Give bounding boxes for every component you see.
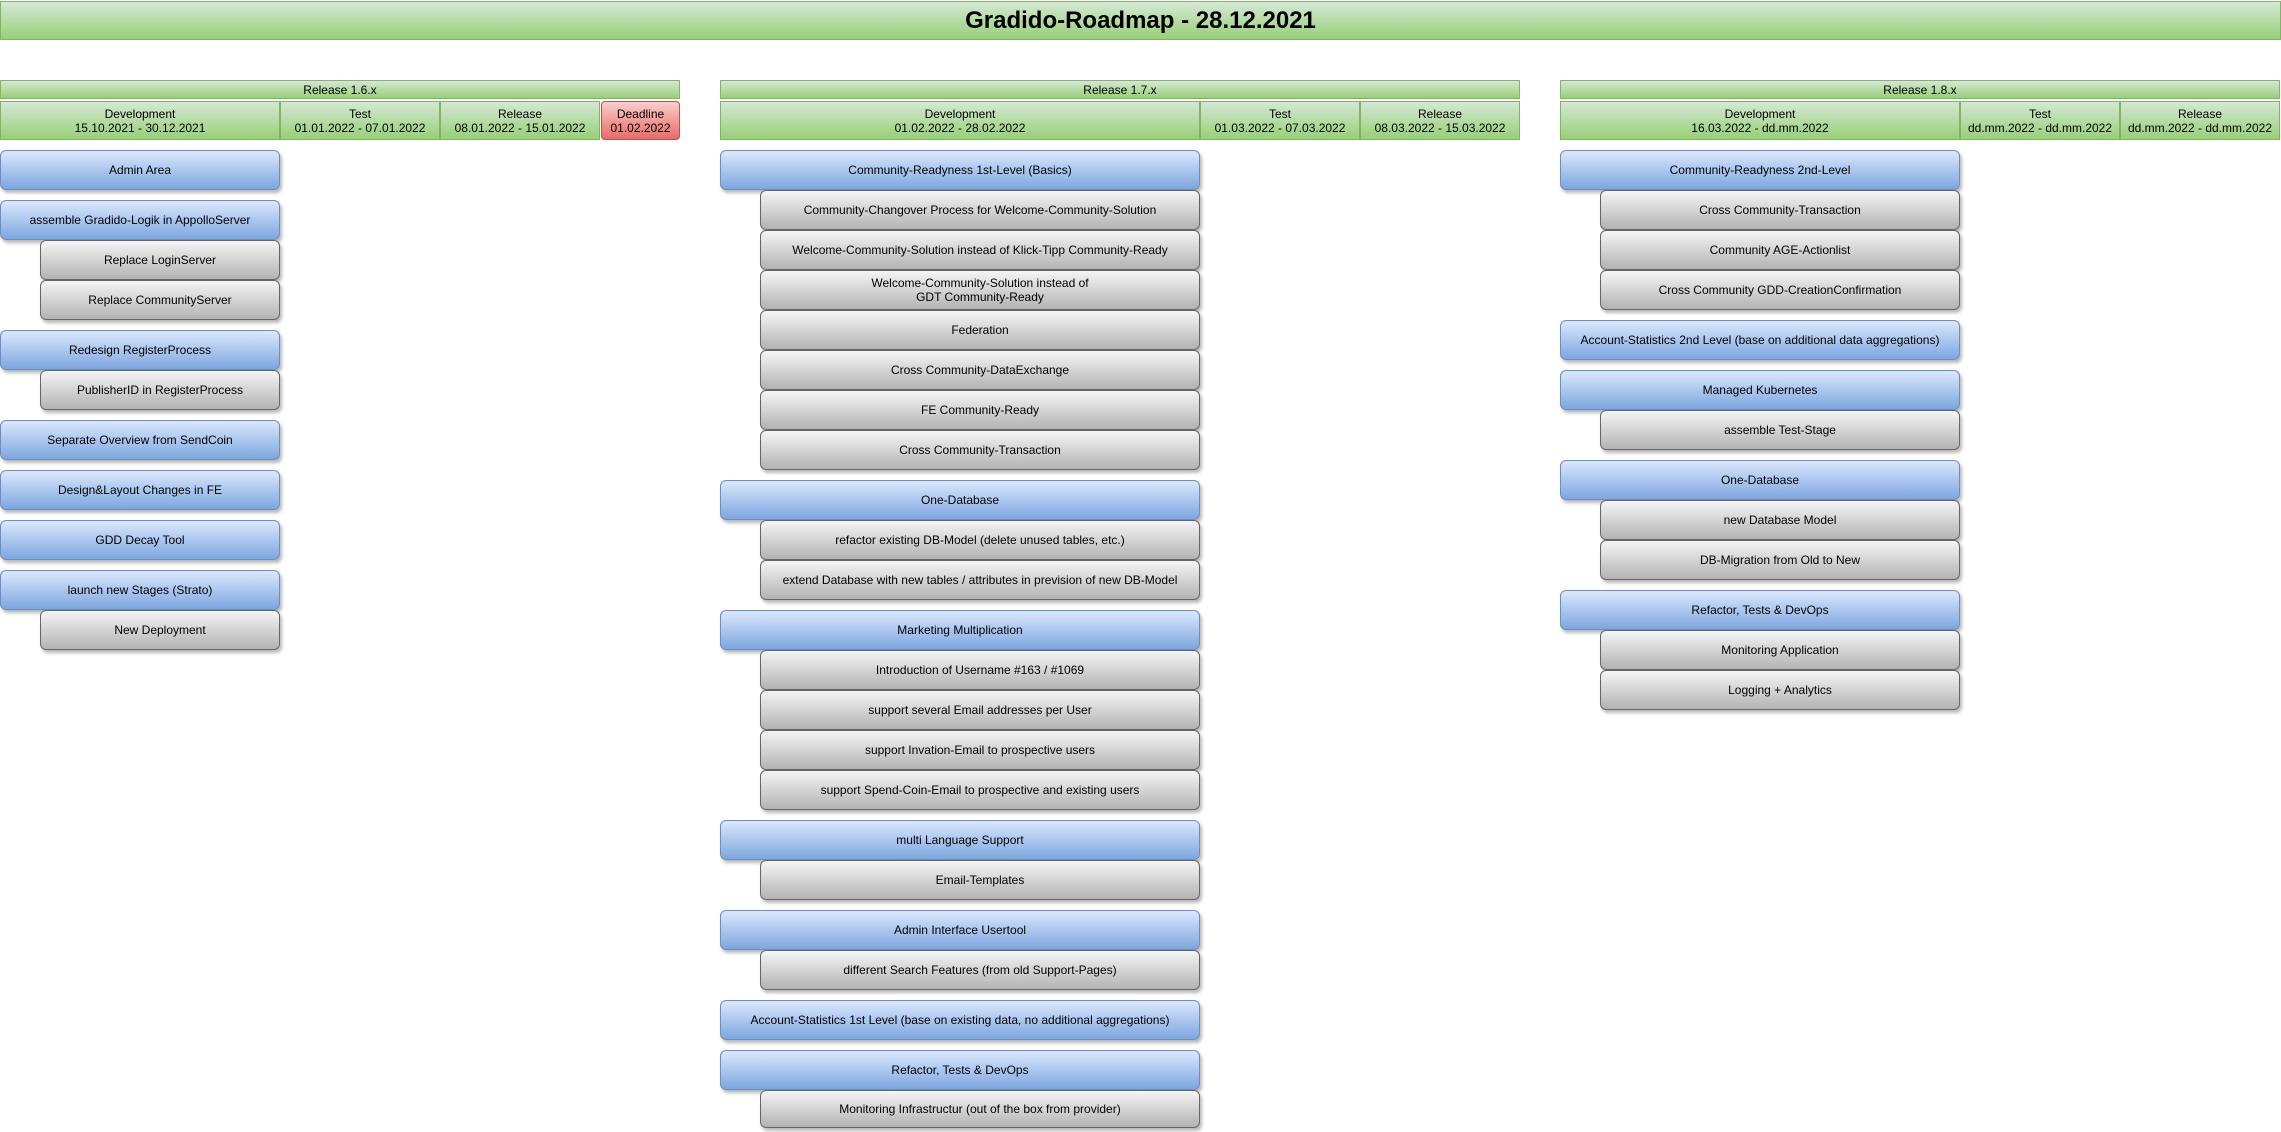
task-assemble-test-stage[interactable]: assemble Test-Stage (1600, 410, 1960, 450)
task-welcome-klick-tipp[interactable]: Welcome-Community-Solution instead of Kl… (760, 230, 1200, 270)
epic-one-database[interactable]: One-Database (720, 480, 1200, 520)
phase-dates: 16.03.2022 - dd.mm.2022 (1691, 120, 1829, 135)
task-invation-email[interactable]: support Invation-Email to prospective us… (760, 730, 1200, 770)
epic-design-layout-changes[interactable]: Design&Layout Changes in FE (0, 470, 280, 510)
phase-name: Test (2028, 106, 2051, 121)
phase-name: Development (104, 106, 176, 121)
phase-name: Release (2177, 106, 2223, 121)
phase-release-1-8: Release dd.mm.2022 - dd.mm.2022 (2120, 101, 2280, 140)
task-monitoring-infrastructur[interactable]: Monitoring Infrastructur (out of the box… (760, 1090, 1200, 1128)
phase-name: Development (1724, 106, 1796, 121)
epic-community-readyness-2nd[interactable]: Community-Readyness 2nd-Level (1560, 150, 1960, 190)
phase-name: Deadline (616, 106, 665, 121)
epic-account-statistics-2nd[interactable]: Account-Statistics 2nd Level (base on ad… (1560, 320, 1960, 360)
epic-one-database-2[interactable]: One-Database (1560, 460, 1960, 500)
task-email-templates[interactable]: Email-Templates (760, 860, 1200, 900)
phase-dates: dd.mm.2022 - dd.mm.2022 (2127, 120, 2273, 135)
release-header-1-7: Release 1.7.x (720, 80, 1520, 99)
phase-dates: 08.03.2022 - 15.03.2022 (1374, 120, 1506, 135)
task-publisherid[interactable]: PublisherID in RegisterProcess (40, 370, 280, 410)
release-header-1-6: Release 1.6.x (0, 80, 680, 99)
task-logging-analytics[interactable]: Logging + Analytics (1600, 670, 1960, 710)
epic-refactor-tests-devops[interactable]: Refactor, Tests & DevOps (720, 1050, 1200, 1090)
phase-development-1-6: Development 15.10.2021 - 30.12.2021 (0, 101, 280, 140)
task-spend-coin-email[interactable]: support Spend-Coin-Email to prospective … (760, 770, 1200, 810)
epic-community-readyness-1st[interactable]: Community-Readyness 1st-Level (Basics) (720, 150, 1200, 190)
phase-development-1-7: Development 01.02.2022 - 28.02.2022 (720, 101, 1200, 140)
epic-account-statistics-1st[interactable]: Account-Statistics 1st Level (base on ex… (720, 1000, 1200, 1040)
phase-name: Release (497, 106, 543, 121)
phase-dates: 01.03.2022 - 07.03.2022 (1214, 120, 1346, 135)
epic-multi-language[interactable]: multi Language Support (720, 820, 1200, 860)
phase-dates: dd.mm.2022 - dd.mm.2022 (1967, 120, 2113, 135)
phase-deadline-1-6: Deadline 01.02.2022 (601, 101, 680, 140)
phase-test-1-8: Test dd.mm.2022 - dd.mm.2022 (1960, 101, 2120, 140)
task-cross-community-dataexchange[interactable]: Cross Community-DataExchange (760, 350, 1200, 390)
phase-dates: 01.02.2022 (610, 120, 671, 135)
phase-release-1-6: Release 08.01.2022 - 15.01.2022 (440, 101, 600, 140)
epic-assemble-gradido-logik[interactable]: assemble Gradido-Logik in AppolloServer (0, 200, 280, 240)
task-community-changover[interactable]: Community-Changover Process for Welcome-… (760, 190, 1200, 230)
task-community-age-actionlist[interactable]: Community AGE-Actionlist (1600, 230, 1960, 270)
phase-name: Test (1268, 106, 1291, 121)
task-replace-loginserver[interactable]: Replace LoginServer (40, 240, 280, 280)
task-cross-community-transaction[interactable]: Cross Community-Transaction (760, 430, 1200, 470)
epic-separate-overview[interactable]: Separate Overview from SendCoin (0, 420, 280, 460)
phase-test-1-6: Test 01.01.2022 - 07.01.2022 (280, 101, 440, 140)
phase-dates: 08.01.2022 - 15.01.2022 (454, 120, 586, 135)
epic-gdd-decay-tool[interactable]: GDD Decay Tool (0, 520, 280, 560)
task-new-deployment[interactable]: New Deployment (40, 610, 280, 650)
phase-development-1-8: Development 16.03.2022 - dd.mm.2022 (1560, 101, 1960, 140)
task-monitoring-application[interactable]: Monitoring Application (1600, 630, 1960, 670)
epic-admin-interface-usertool[interactable]: Admin Interface Usertool (720, 910, 1200, 950)
epic-admin-area[interactable]: Admin Area (0, 150, 280, 190)
task-several-email[interactable]: support several Email addresses per User (760, 690, 1200, 730)
epic-redesign-registerprocess[interactable]: Redesign RegisterProcess (0, 330, 280, 370)
task-refactor-db-model[interactable]: refactor existing DB-Model (delete unuse… (760, 520, 1200, 560)
phase-dates: 01.02.2022 - 28.02.2022 (894, 120, 1026, 135)
phase-dates: 15.10.2021 - 30.12.2021 (74, 120, 206, 135)
phase-name: Development (924, 106, 996, 121)
epic-launch-new-stages[interactable]: launch new Stages (Strato) (0, 570, 280, 610)
task-introduction-username[interactable]: Introduction of Username #163 / #1069 (760, 650, 1200, 690)
task-extend-database[interactable]: extend Database with new tables / attrib… (760, 560, 1200, 600)
roadmap-title: Gradido-Roadmap - 28.12.2021 (0, 1, 2281, 40)
epic-marketing-multiplication[interactable]: Marketing Multiplication (720, 610, 1200, 650)
task-fe-community-ready[interactable]: FE Community-Ready (760, 390, 1200, 430)
phase-name: Test (348, 106, 371, 121)
task-replace-communityserver[interactable]: Replace CommunityServer (40, 280, 280, 320)
task-search-features[interactable]: different Search Features (from old Supp… (760, 950, 1200, 990)
task-federation[interactable]: Federation (760, 310, 1200, 350)
phase-test-1-7: Test 01.03.2022 - 07.03.2022 (1200, 101, 1360, 140)
task-cross-community-gdd-creation[interactable]: Cross Community GDD-CreationConfirmation (1600, 270, 1960, 310)
epic-refactor-tests-devops-2[interactable]: Refactor, Tests & DevOps (1560, 590, 1960, 630)
release-header-1-8: Release 1.8.x (1560, 80, 2280, 99)
task-db-migration[interactable]: DB-Migration from Old to New (1600, 540, 1960, 580)
task-welcome-gdt[interactable]: Welcome-Community-Solution instead of GD… (760, 270, 1200, 310)
phase-dates: 01.01.2022 - 07.01.2022 (294, 120, 426, 135)
task-new-database-model[interactable]: new Database Model (1600, 500, 1960, 540)
epic-managed-kubernetes[interactable]: Managed Kubernetes (1560, 370, 1960, 410)
task-cross-community-transaction-2[interactable]: Cross Community-Transaction (1600, 190, 1960, 230)
phase-release-1-7: Release 08.03.2022 - 15.03.2022 (1360, 101, 1520, 140)
phase-name: Release (1417, 106, 1463, 121)
